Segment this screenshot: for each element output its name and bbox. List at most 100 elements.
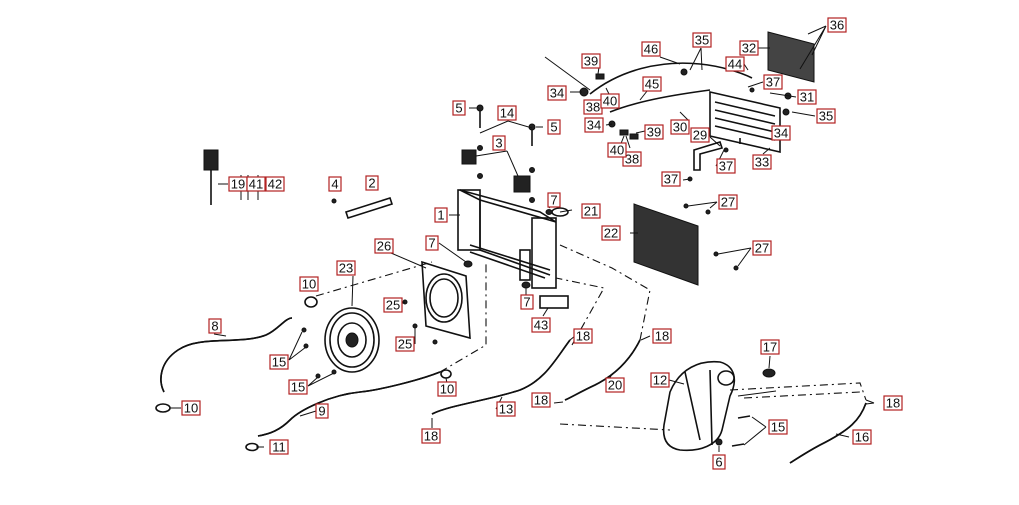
callout-box [752,154,772,170]
callout-number: 15 [272,355,286,370]
callout-c34c: 34 [771,125,791,141]
callout-box [718,194,738,210]
callout-c8: 8 [208,318,222,334]
callout-number: 40 [603,94,617,109]
callout-box [644,124,664,140]
callout-number: 34 [774,126,788,141]
callout-box [547,85,567,101]
callout-c25b: 25 [395,336,415,352]
callout-c38a: 38 [583,99,603,115]
callout-box [605,377,625,393]
callout-number: 18 [534,393,548,408]
callout-box [265,176,285,192]
callout-box [642,76,662,92]
callout-c15a: 15 [269,354,289,370]
callout-c6: 6 [712,454,726,470]
callout-number: 44 [728,57,742,72]
callout-box [650,372,670,388]
callout-number: 4 [331,177,338,192]
callout-box [622,151,642,167]
callout-box [374,238,394,254]
callout-c40b: 40 [607,142,627,158]
callout-c4: 4 [328,176,342,192]
callout-box [496,401,516,417]
callout-labels: 1234556777891010101112131415151516171818… [181,17,903,470]
callout-box [768,419,788,435]
callout-number: 27 [721,195,735,210]
callout-number: 22 [604,226,618,241]
callout-number: 5 [455,101,462,116]
callout-c46: 46 [641,41,661,57]
callout-number: 1 [437,208,444,223]
callout-c14: 14 [497,105,517,121]
callout-box [181,400,201,416]
callout-box [661,171,681,187]
callout-c44: 44 [725,56,745,72]
callout-number: 10 [184,401,198,416]
callout-c37a: 37 [763,74,783,90]
callout-number: 37 [664,172,678,187]
callout-box [581,203,601,219]
callout-c32: 32 [739,40,759,56]
callout-number: 26 [377,239,391,254]
callout-number: 9 [318,404,325,419]
callout-c15c: 15 [768,419,788,435]
callout-number: 39 [584,54,598,69]
callout-c39b: 39 [644,124,664,140]
callout-c26: 26 [374,238,394,254]
callout-number: 34 [587,118,601,133]
callout-number: 2 [368,176,375,191]
callout-c45: 45 [642,76,662,92]
callout-number: 43 [534,318,548,333]
callout-c43: 43 [531,317,551,333]
callout-number: 7 [523,295,530,310]
callout-box [452,100,466,116]
callout-number: 15 [291,380,305,395]
callout-box [816,108,836,124]
callout-box [852,429,872,445]
callout-box [641,41,661,57]
callout-box [797,89,817,105]
callout-number: 37 [766,75,780,90]
screen-net-part [633,203,699,286]
callout-number: 10 [302,277,316,292]
callout-c37c: 37 [661,171,681,187]
callout-box [520,294,534,310]
callout-box [246,176,266,192]
callout-number: 17 [763,340,777,355]
callout-box [827,17,847,33]
callout-c40a: 40 [600,93,620,109]
callout-number: 37 [719,159,733,174]
callout-c29: 29 [690,127,710,143]
callout-box [725,56,745,72]
callout-c33: 33 [752,154,772,170]
oil-cooler-grille-part [767,31,815,83]
callout-box [607,142,627,158]
callout-box [208,318,222,334]
callout-c34a: 34 [547,85,567,101]
callout-box [437,381,457,397]
callout-number: 7 [550,193,557,208]
callout-box [547,119,561,135]
callout-number: 18 [576,329,590,344]
callout-number: 18 [886,396,900,411]
callout-box [670,119,690,135]
callout-box [547,192,561,208]
callout-c7a: 7 [425,235,439,251]
callout-c7b: 7 [547,192,561,208]
callout-number: 35 [819,109,833,124]
callout-number: 10 [440,382,454,397]
callout-box [690,127,710,143]
callout-box [752,240,772,256]
callout-box [739,40,759,56]
callout-c19: 19 [228,176,248,192]
callout-c42: 42 [265,176,285,192]
callout-box [581,53,601,69]
callout-c17: 17 [760,339,780,355]
callout-box [692,32,712,48]
callout-box [531,392,551,408]
callout-c41: 41 [246,176,266,192]
callout-c18d: 18 [652,328,672,344]
callout-box [712,454,726,470]
callout-box [883,395,903,411]
